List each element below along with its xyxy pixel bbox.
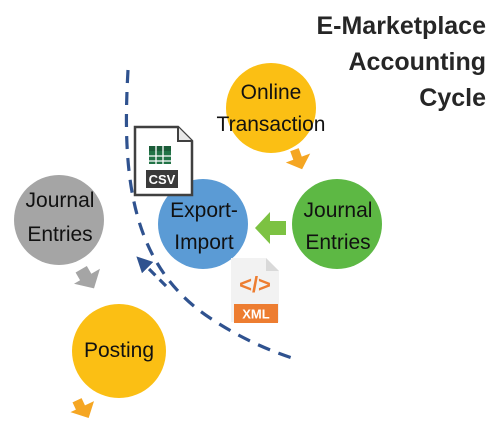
dashed-arrow-to-export xyxy=(136,256,168,288)
title-line-2: Accounting xyxy=(348,48,487,76)
arrow-journal-to-export xyxy=(255,212,286,244)
dashed-divider-curve xyxy=(124,69,293,360)
online-label-line2: Transaction xyxy=(216,113,326,136)
export-import-circle xyxy=(158,179,248,269)
journal-entries-left-circle xyxy=(14,175,104,265)
online-label-line1: Online xyxy=(240,81,302,104)
export-label-line2: Import xyxy=(174,231,234,254)
journal-entries-right-circle xyxy=(292,179,382,269)
xml-code-glyph: </> xyxy=(239,272,271,297)
arrow-journal-to-posting xyxy=(74,265,100,289)
xml-file-icon: </> XML xyxy=(231,258,279,323)
arrow-online-to-journal xyxy=(285,148,311,170)
journal-left-label-line1: Journal xyxy=(25,189,95,212)
journal-left-label-line2: Entries xyxy=(27,223,93,246)
title-line-1: E-Marketplace xyxy=(316,12,486,40)
online-transaction-circle xyxy=(226,63,316,153)
journal-right-label-line1: Journal xyxy=(303,199,373,222)
csv-file-icon: CSV xyxy=(133,125,194,197)
csv-label: CSV xyxy=(149,172,176,187)
arrow-posting-next xyxy=(70,398,95,418)
diagram-title: E-Marketplace Accounting Cycle xyxy=(316,8,486,116)
posting-circle xyxy=(72,304,166,398)
title-line-3: Cycle xyxy=(419,84,486,112)
export-label-line1: Export- xyxy=(170,199,238,222)
journal-right-label-line2: Entries xyxy=(305,231,371,254)
xml-label: XML xyxy=(242,307,270,322)
posting-label: Posting xyxy=(83,339,155,362)
